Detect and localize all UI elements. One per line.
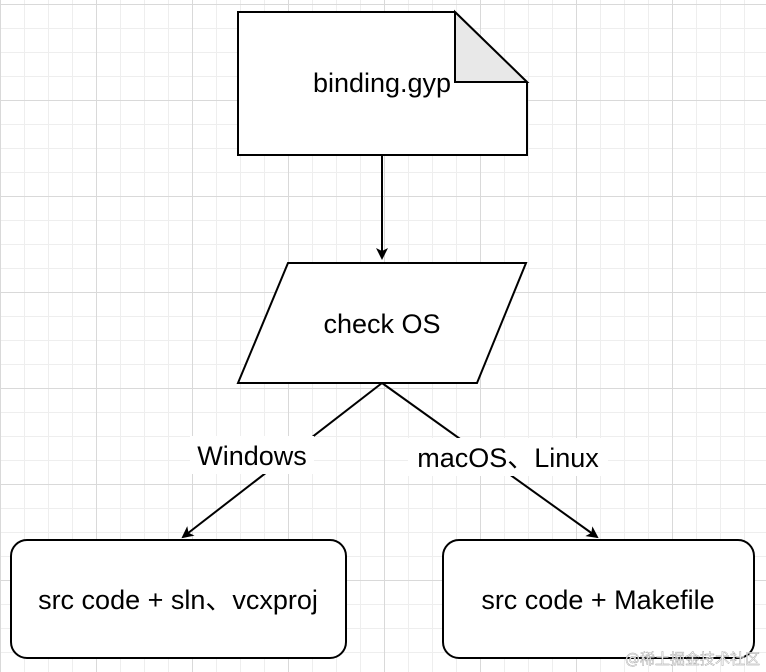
- rounded-rect-shape: [442, 539, 755, 659]
- document-fold-corner: [454, 9, 530, 83]
- node-check-os[interactable]: check OS: [236, 262, 528, 384]
- node-unix-output-label: src code + Makefile: [481, 585, 714, 615]
- rounded-rect-shape: [10, 539, 347, 659]
- watermark-text: @稀土掘金技术社区: [625, 650, 760, 668]
- edge-label-bg-windows: [190, 436, 314, 474]
- node-binding-gyp[interactable]: binding.gyp: [237, 9, 530, 156]
- edge-label-windows: Windows: [197, 441, 307, 471]
- edge-label-macos-linux: macOS、Linux: [417, 443, 599, 473]
- node-check-os-label: check OS: [323, 309, 440, 339]
- node-windows-output[interactable]: src code + sln、vcxproj: [10, 539, 347, 659]
- node-unix-output[interactable]: src code + Makefile: [442, 539, 755, 659]
- node-binding-gyp-label: binding.gyp: [313, 68, 451, 98]
- edge-label-bg-macos-linux: [408, 438, 608, 476]
- node-windows-output-label: src code + sln、vcxproj: [38, 585, 318, 615]
- parallelogram-shape: [236, 262, 528, 384]
